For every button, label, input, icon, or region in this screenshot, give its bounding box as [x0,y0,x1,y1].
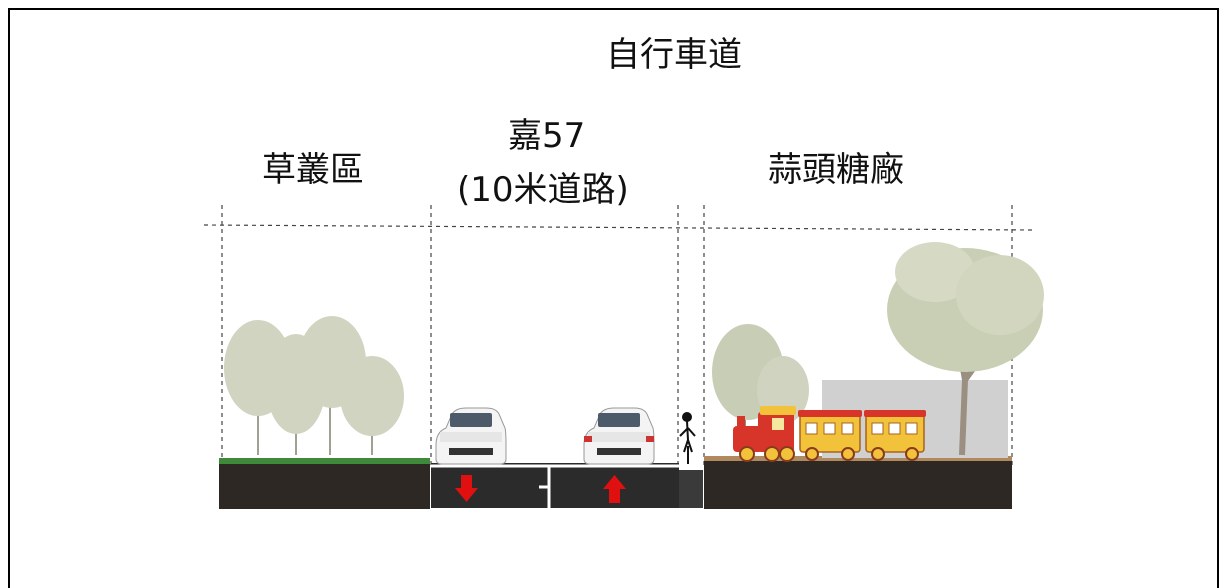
road-width-label: (10米道路) [457,170,629,210]
top-guide-line [203,224,1035,231]
factory-zone-trees [712,242,1044,456]
grass-zone-label: 草叢區 [262,150,364,190]
bike-lane-surface [679,470,703,508]
car-left-icon [435,407,507,465]
road-name-label: 嘉57 [508,116,586,156]
tree-icon [340,356,404,436]
arrow-up-icon [603,475,626,503]
bicycle-icon [679,412,696,464]
arrow-down-icon [455,475,478,502]
factory-soil [704,459,1012,509]
car-right-icon [583,407,655,465]
lane-divider [431,464,679,508]
grass-zone-trees [224,316,404,455]
train-icon [733,406,926,462]
grass-strip [219,458,430,464]
diagram-frame [8,8,1219,588]
factory-ground-edge [704,456,1012,461]
road-surface [431,463,679,508]
bike-lane-title: 自行車道 [606,35,742,75]
grass-soil [219,463,430,509]
sugar-factory-label: 蒜頭糖廠 [768,150,904,190]
